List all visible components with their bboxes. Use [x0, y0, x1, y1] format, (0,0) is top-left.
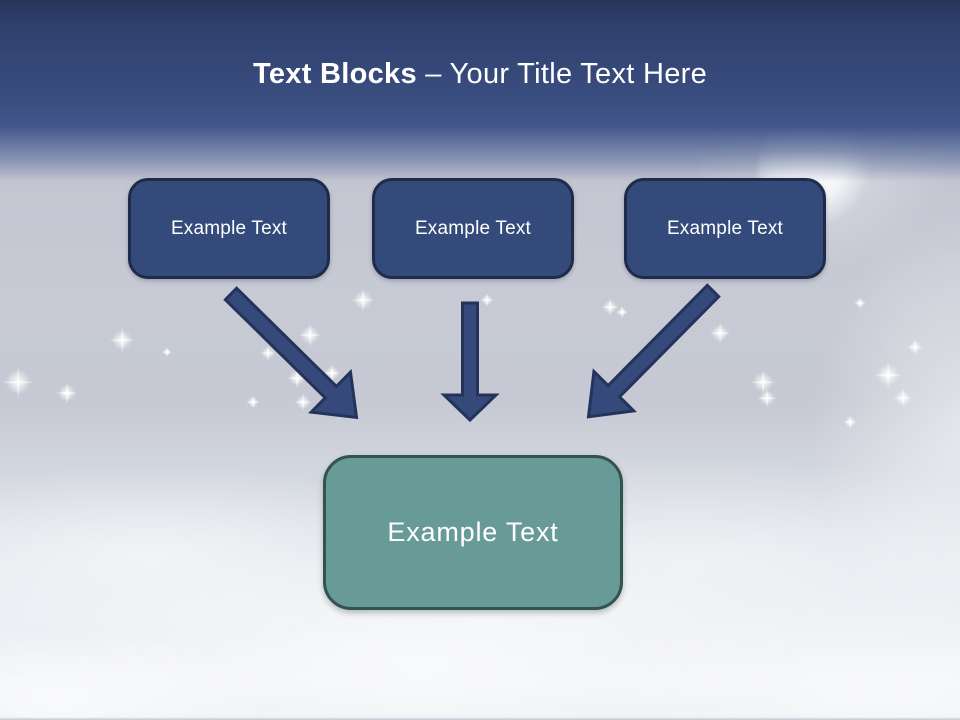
arrow-down-right-icon: [223, 286, 359, 420]
sparkle-icon: [56, 382, 78, 404]
sparkle-icon: [298, 323, 322, 347]
arrow-down-icon: [440, 301, 500, 423]
sparkle-icon: [601, 298, 619, 316]
slide-title: Text Blocks – Your Title Text Here: [0, 56, 960, 92]
sparkle-icon: [109, 327, 135, 353]
text-block-2: Example Text: [372, 178, 574, 279]
sparkle-icon: [480, 293, 494, 307]
sparkle-icon: [854, 297, 866, 309]
sparkle-icon: [893, 388, 913, 408]
sparkle-icon: [162, 347, 172, 357]
sparkle-icon: [757, 388, 777, 408]
sparkle-icon: [323, 364, 341, 382]
text-block-1-label: Example Text: [170, 217, 288, 239]
sparkle-icon: [709, 322, 731, 344]
sparkle-icon: [246, 395, 260, 409]
text-block-2-label: Example Text: [414, 217, 532, 239]
sparkle-icon: [287, 368, 307, 388]
sparkle-icon: [874, 361, 902, 389]
sparkle-icon: [260, 345, 276, 361]
sparkle-icon: [843, 415, 857, 429]
target-text-block: Example Text: [323, 455, 623, 610]
sparkle-icon: [351, 288, 375, 312]
sparkle-icon: [294, 393, 312, 411]
slide-title-rest: – Your Title Text Here: [425, 58, 708, 90]
text-block-3-label: Example Text: [666, 217, 784, 239]
slide-title-bold: Text Blocks: [252, 58, 417, 90]
sparkle-icon: [750, 369, 776, 395]
sparkle-icon: [907, 339, 923, 355]
slide-bottom-edge: [0, 717, 960, 720]
target-text-block-label: Example Text: [387, 517, 559, 547]
sparkle-icon: [2, 366, 34, 398]
sparkle-icon: [616, 306, 628, 318]
text-block-3: Example Text: [624, 178, 826, 279]
arrow-down-left-icon: [586, 283, 721, 419]
text-block-1: Example Text: [128, 178, 330, 279]
